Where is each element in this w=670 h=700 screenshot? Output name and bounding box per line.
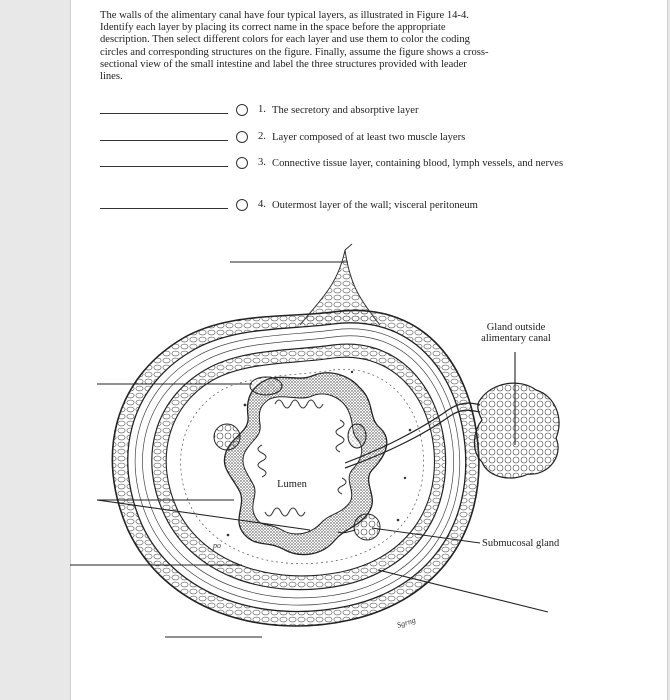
gland-outside-label: Gland outside alimentary canal: [462, 322, 570, 344]
mucosal-gland-right: [348, 424, 366, 448]
mucosal-gland-left: [214, 424, 240, 450]
artist-signature: Sgrng: [396, 615, 417, 629]
sketch-mark: po: [212, 541, 221, 550]
submucosal-gland-label: Submucosal gland: [482, 538, 592, 549]
mucosal-gland-upper: [250, 377, 282, 395]
lumen-label: Lumen: [262, 479, 322, 490]
gland-outside-label-line1: Gland outside: [462, 322, 570, 333]
gland-outside-label-line2: alimentary canal: [462, 333, 570, 344]
